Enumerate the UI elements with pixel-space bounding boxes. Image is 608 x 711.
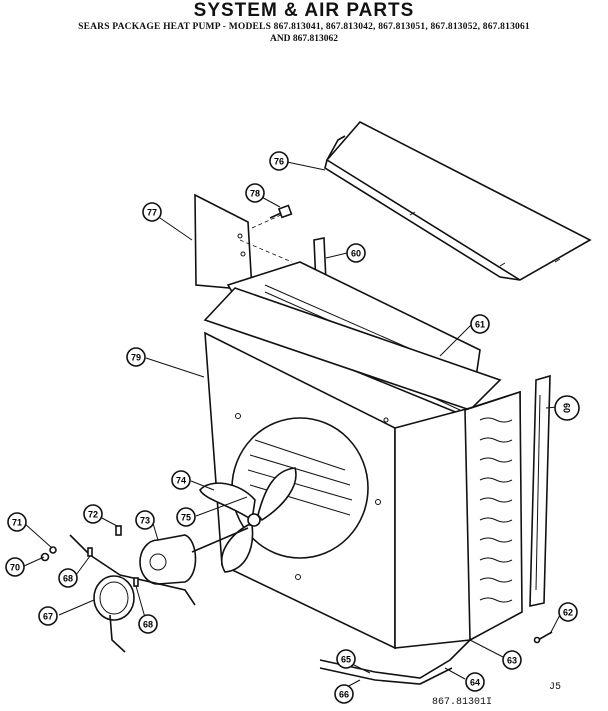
svg-text:74: 74 <box>176 476 186 486</box>
callout-61: 61 <box>470 314 490 334</box>
motor-mount <box>69 534 196 653</box>
callout-68-right: 68 <box>138 614 158 634</box>
callout-73: 73 <box>135 510 155 530</box>
svg-text:60: 60 <box>562 403 572 413</box>
callout-62: 62 <box>558 602 578 622</box>
callout-63: 63 <box>502 650 522 670</box>
fan-blade <box>199 467 297 573</box>
svg-text:64: 64 <box>470 678 480 688</box>
callout-65: 65 <box>336 649 356 669</box>
svg-text:66: 66 <box>339 690 349 700</box>
callout-79: 79 <box>126 347 146 367</box>
svg-text:68: 68 <box>63 574 73 584</box>
svg-text:62: 62 <box>563 608 573 618</box>
svg-text:76: 76 <box>274 157 284 167</box>
guide-lines <box>239 213 293 263</box>
callout-77: 77 <box>142 202 162 222</box>
svg-text:70: 70 <box>10 563 20 573</box>
callout-70: 70 <box>5 557 25 577</box>
svg-text:71: 71 <box>12 518 22 528</box>
washer-70 <box>40 552 50 562</box>
svg-text:73: 73 <box>140 516 150 526</box>
svg-text:77: 77 <box>147 208 157 218</box>
screw-78 <box>269 204 293 219</box>
callout-71: 71 <box>7 512 27 532</box>
bolt-68b <box>133 577 139 587</box>
access-plate <box>194 193 253 291</box>
nut-71 <box>49 546 57 554</box>
top-cover-panel <box>324 121 592 281</box>
bolt-72 <box>115 525 122 536</box>
svg-text:78: 78 <box>250 189 260 199</box>
bracket-strip-right <box>529 374 551 607</box>
callout-78: 78 <box>245 183 265 203</box>
fan-motor <box>139 527 249 585</box>
figure-code: J5 <box>549 682 562 693</box>
drawing-number: 867.81301I <box>432 697 493 708</box>
svg-text:68: 68 <box>143 620 153 630</box>
svg-text:67: 67 <box>43 612 53 622</box>
callout-64: 64 <box>465 672 485 692</box>
callout-60-right: 60 <box>554 395 580 421</box>
callout-68-left: 68 <box>58 568 78 588</box>
refrigerant-tubing <box>319 639 471 685</box>
svg-text:60: 60 <box>351 249 361 259</box>
callout-66: 66 <box>334 684 354 704</box>
callout-60-upper: 60 <box>346 243 366 263</box>
callout-75: 75 <box>176 507 196 527</box>
callout-72: 72 <box>83 504 103 524</box>
callout-67: 67 <box>38 606 58 626</box>
bolt-68 <box>87 547 93 557</box>
cabinet-assembly <box>203 261 523 650</box>
svg-text:65: 65 <box>341 655 351 665</box>
screw-62 <box>533 631 553 644</box>
callout-76: 76 <box>269 151 289 171</box>
page-title: SYSTEM & AIR PARTS <box>193 0 415 21</box>
callout-74: 74 <box>171 470 191 490</box>
svg-text:75: 75 <box>181 513 191 523</box>
svg-text:72: 72 <box>88 510 98 520</box>
svg-text:63: 63 <box>507 656 517 666</box>
models-line-1: SEARS PACKAGE HEAT PUMP - MODELS 867.813… <box>78 22 530 32</box>
svg-text:79: 79 <box>131 353 141 363</box>
models-line-2: AND 867.813062 <box>269 34 339 44</box>
svg-text:61: 61 <box>475 320 485 330</box>
